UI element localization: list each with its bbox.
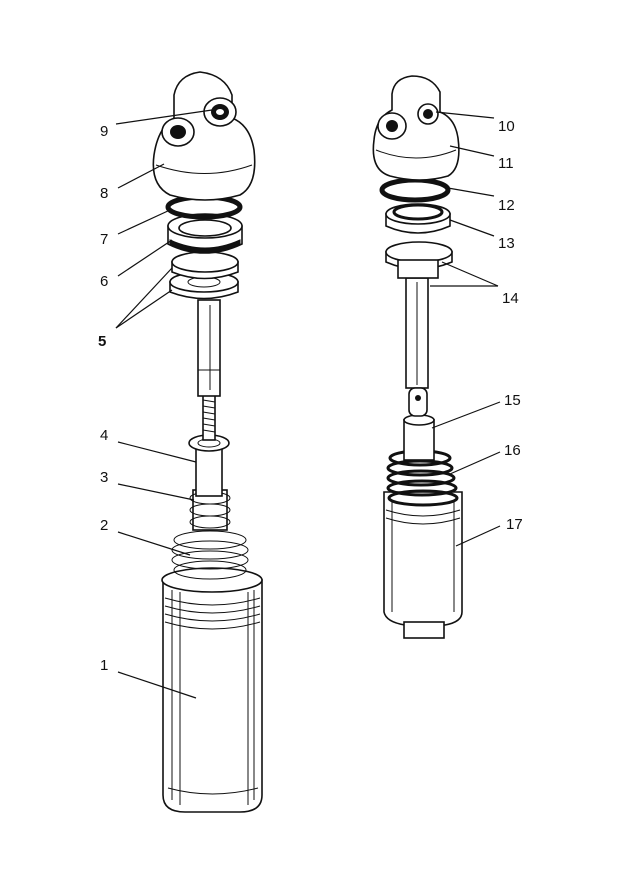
label-5: 5 <box>98 333 106 350</box>
leader-9 <box>115 109 213 125</box>
part-10-eye-bushing <box>377 103 439 140</box>
label-17: 17 <box>506 516 523 533</box>
part-12-o-ring <box>379 177 451 203</box>
label-11: 11 <box>498 155 514 172</box>
label-12: 12 <box>498 197 515 214</box>
label-8: 8 <box>100 185 108 202</box>
label-6: 6 <box>100 273 108 290</box>
leader-4 <box>117 441 197 463</box>
part-16-spring <box>386 449 459 507</box>
label-2: 2 <box>100 517 108 534</box>
part-1-cylinder-body <box>161 567 263 813</box>
leader-lines <box>115 109 501 699</box>
part-17-outer-body <box>383 491 463 639</box>
label-10: 10 <box>498 118 515 135</box>
part-9-eye-bushing <box>161 97 237 147</box>
leader-12 <box>447 187 495 197</box>
leader-15 <box>431 401 501 429</box>
part-11-head <box>372 75 460 181</box>
label-1: 1 <box>100 657 108 674</box>
label-9: 9 <box>100 123 108 140</box>
part-labels: 1 2 3 4 5 6 7 8 9 10 11 12 13 14 15 16 1… <box>98 118 523 674</box>
leader-10 <box>435 111 495 119</box>
leader-1 <box>117 671 197 699</box>
part-4-tube <box>188 434 230 497</box>
left-piston-rod <box>197 299 221 441</box>
leader-13 <box>449 219 495 237</box>
part-15-inner-tube <box>403 414 435 461</box>
leader-17 <box>455 525 501 547</box>
right-assembly <box>372 75 463 639</box>
part-13-ring <box>385 203 451 234</box>
label-14: 14 <box>502 290 519 307</box>
label-7: 7 <box>100 231 108 248</box>
leader-3 <box>117 483 195 501</box>
label-3: 3 <box>100 469 108 486</box>
part-3-inner-sleeve <box>189 489 231 531</box>
leader-6 <box>117 239 173 277</box>
leader-11 <box>449 145 495 157</box>
part-2-spring <box>171 530 249 580</box>
part-14-rod-washer <box>385 241 453 417</box>
leader-5b <box>115 289 173 329</box>
label-13: 13 <box>498 235 515 252</box>
leader-2 <box>117 531 191 556</box>
part-5-washers <box>169 251 239 300</box>
leader-5a <box>115 267 173 329</box>
label-16: 16 <box>504 442 521 459</box>
label-15: 15 <box>504 392 521 409</box>
leader-8 <box>117 163 165 189</box>
label-4: 4 <box>100 427 108 444</box>
leader-16 <box>449 451 501 475</box>
left-assembly <box>152 71 263 813</box>
leader-14a <box>441 261 499 287</box>
part-6-seal-ring <box>167 213 243 254</box>
leader-7 <box>117 209 171 235</box>
